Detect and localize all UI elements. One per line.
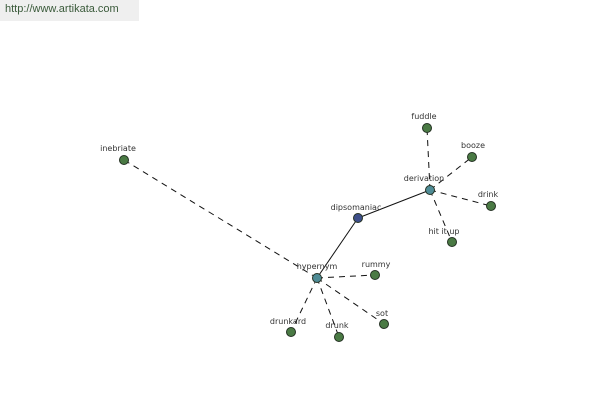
center-node-circle[interactable] — [353, 213, 363, 223]
word-node-circle[interactable] — [467, 152, 477, 162]
word-node-sot[interactable]: sot — [376, 309, 389, 329]
edge-hypernym-sot — [316, 277, 385, 325]
word-node-fuddle[interactable]: fuddle — [411, 112, 437, 133]
word-node-label: inebriate — [100, 144, 136, 153]
word-node-drink[interactable]: drink — [478, 190, 499, 211]
word-node-circle[interactable] — [486, 201, 496, 211]
word-node-label: drunkard — [270, 317, 306, 326]
edge-hypernym-drunkard — [290, 277, 318, 333]
relation-node-label: hypernym — [297, 262, 338, 271]
word-node-circle[interactable] — [119, 155, 129, 165]
edge-hypernym-inebriate — [123, 159, 318, 279]
word-node-drunkard[interactable]: drunkard — [270, 317, 306, 337]
word-node-label: drink — [478, 190, 499, 199]
word-node-circle[interactable] — [422, 123, 432, 133]
word-node-hit-it-up[interactable]: hit it up — [428, 227, 460, 247]
relation-node-circle[interactable] — [425, 185, 435, 195]
edge-dipsomaniac-derivation — [357, 189, 431, 219]
word-node-circle[interactable] — [334, 332, 344, 342]
graph-nodes: inebriate rummy sot drunk drunkard fuddle booz… — [100, 112, 499, 342]
site-link[interactable]: http://www.artikata.com — [5, 3, 119, 15]
graph-edges — [123, 127, 492, 338]
edge-derivation-hit-it-up — [429, 189, 453, 243]
word-node-drunk[interactable]: drunk — [325, 321, 349, 342]
center-node-label: dipsomaniac — [331, 203, 382, 212]
word-node-inebriate[interactable]: inebriate — [100, 144, 136, 165]
word-node-circle[interactable] — [286, 327, 296, 337]
word-node-circle[interactable] — [447, 237, 457, 247]
site-banner: http://www.artikata.com — [0, 0, 139, 21]
word-node-rummy[interactable]: rummy — [362, 260, 391, 280]
word-node-label: sot — [376, 309, 388, 318]
word-node-label: hit it up — [428, 227, 459, 236]
center-node-dipsomaniac[interactable]: dipsomaniac — [331, 203, 382, 223]
word-node-circle[interactable] — [379, 319, 389, 329]
word-node-label: booze — [461, 141, 485, 150]
edge-hypernym-rummy — [316, 274, 376, 279]
word-node-label: rummy — [362, 260, 391, 269]
relation-node-circle[interactable] — [312, 273, 322, 283]
edge-derivation-booze — [429, 156, 473, 191]
relation-node-label: derivation — [404, 174, 444, 183]
relation-node-derivation[interactable]: derivation — [404, 174, 444, 195]
word-node-circle[interactable] — [370, 270, 380, 280]
relation-node-hypernym[interactable]: hypernym — [297, 262, 338, 283]
edge-dipsomaniac-hypernym — [316, 217, 359, 279]
word-node-label: fuddle — [411, 112, 436, 121]
word-node-booze[interactable]: booze — [461, 141, 485, 162]
word-node-label: drunk — [325, 321, 349, 330]
